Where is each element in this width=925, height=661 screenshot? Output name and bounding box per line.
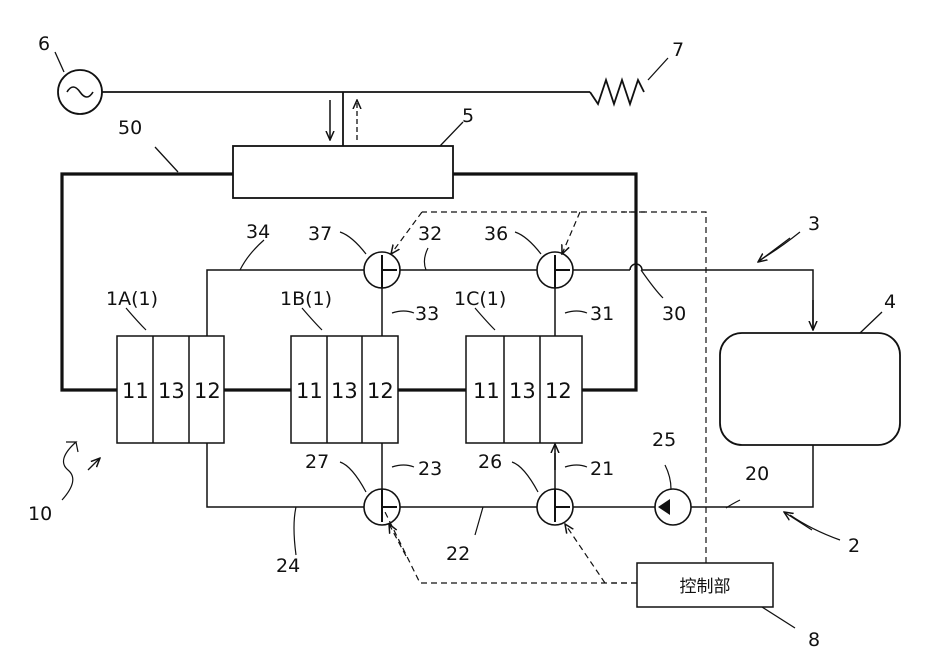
- controller-label: 控制部: [680, 577, 731, 597]
- label-23: 23: [418, 458, 442, 480]
- label-20: 20: [745, 463, 769, 485]
- leader-7: [648, 58, 668, 80]
- leader-8: [762, 607, 795, 628]
- label-10: 10: [28, 503, 52, 525]
- label-4: 4: [884, 291, 896, 313]
- label-1a: 1A(1): [106, 288, 158, 310]
- cell-1c-part-13: 13: [509, 379, 536, 403]
- label-24: 24: [276, 555, 300, 577]
- ctrl-arrow-36: [562, 212, 580, 254]
- power-source-symbol: [58, 70, 102, 114]
- leader-4: [860, 312, 882, 333]
- label-34: 34: [246, 221, 270, 243]
- label-5: 5: [462, 105, 474, 127]
- valve-27: [364, 489, 400, 525]
- label-22: 22: [446, 543, 470, 565]
- label-26: 26: [478, 451, 502, 473]
- ctrl-arrow-26: [565, 524, 605, 583]
- label-6: 6: [38, 33, 50, 55]
- ctrl-arrow-27: [389, 524, 406, 556]
- valve-36: [537, 252, 573, 288]
- label-25: 25: [652, 429, 676, 451]
- label-21: 21: [590, 458, 614, 480]
- label-30: 30: [662, 303, 686, 325]
- leader-50: [155, 147, 178, 172]
- label-3: 3: [808, 213, 820, 235]
- valve-26: [537, 489, 573, 525]
- leader-5: [440, 122, 463, 146]
- label-1c: 1C(1): [454, 288, 506, 310]
- pump-25: [655, 489, 691, 525]
- label-31: 31: [590, 303, 614, 325]
- cell-1b-part-11: 11: [296, 379, 323, 403]
- label-32: 32: [418, 223, 442, 245]
- label-2: 2: [848, 535, 860, 557]
- cell-1c-part-12: 12: [545, 379, 572, 403]
- lower-piping: [207, 443, 813, 507]
- load-resistor-symbol: [590, 80, 644, 104]
- cell-1b-part-13: 13: [331, 379, 358, 403]
- converter-box: [233, 146, 453, 198]
- cell-1a-part-13: 13: [158, 379, 185, 403]
- label-1b: 1B(1): [280, 288, 332, 310]
- label-7: 7: [672, 39, 684, 61]
- label-36: 36: [484, 223, 508, 245]
- label-8: 8: [808, 629, 820, 651]
- label-27: 27: [305, 451, 329, 473]
- leader-6: [55, 52, 64, 72]
- system-3-arrow: [758, 238, 790, 262]
- cell-1c-part-11: 11: [473, 379, 500, 403]
- cell-1a-part-12: 12: [194, 379, 221, 403]
- system-2-arrow: [784, 512, 812, 530]
- label-37: 37: [308, 223, 332, 245]
- system-10-arrow: [88, 458, 100, 470]
- tank-4: [720, 333, 900, 445]
- cell-1a-part-11: 11: [122, 379, 149, 403]
- label-50: 50: [118, 117, 142, 139]
- label-33: 33: [415, 303, 439, 325]
- cell-1b-part-12: 12: [367, 379, 394, 403]
- valve-37: [364, 252, 400, 288]
